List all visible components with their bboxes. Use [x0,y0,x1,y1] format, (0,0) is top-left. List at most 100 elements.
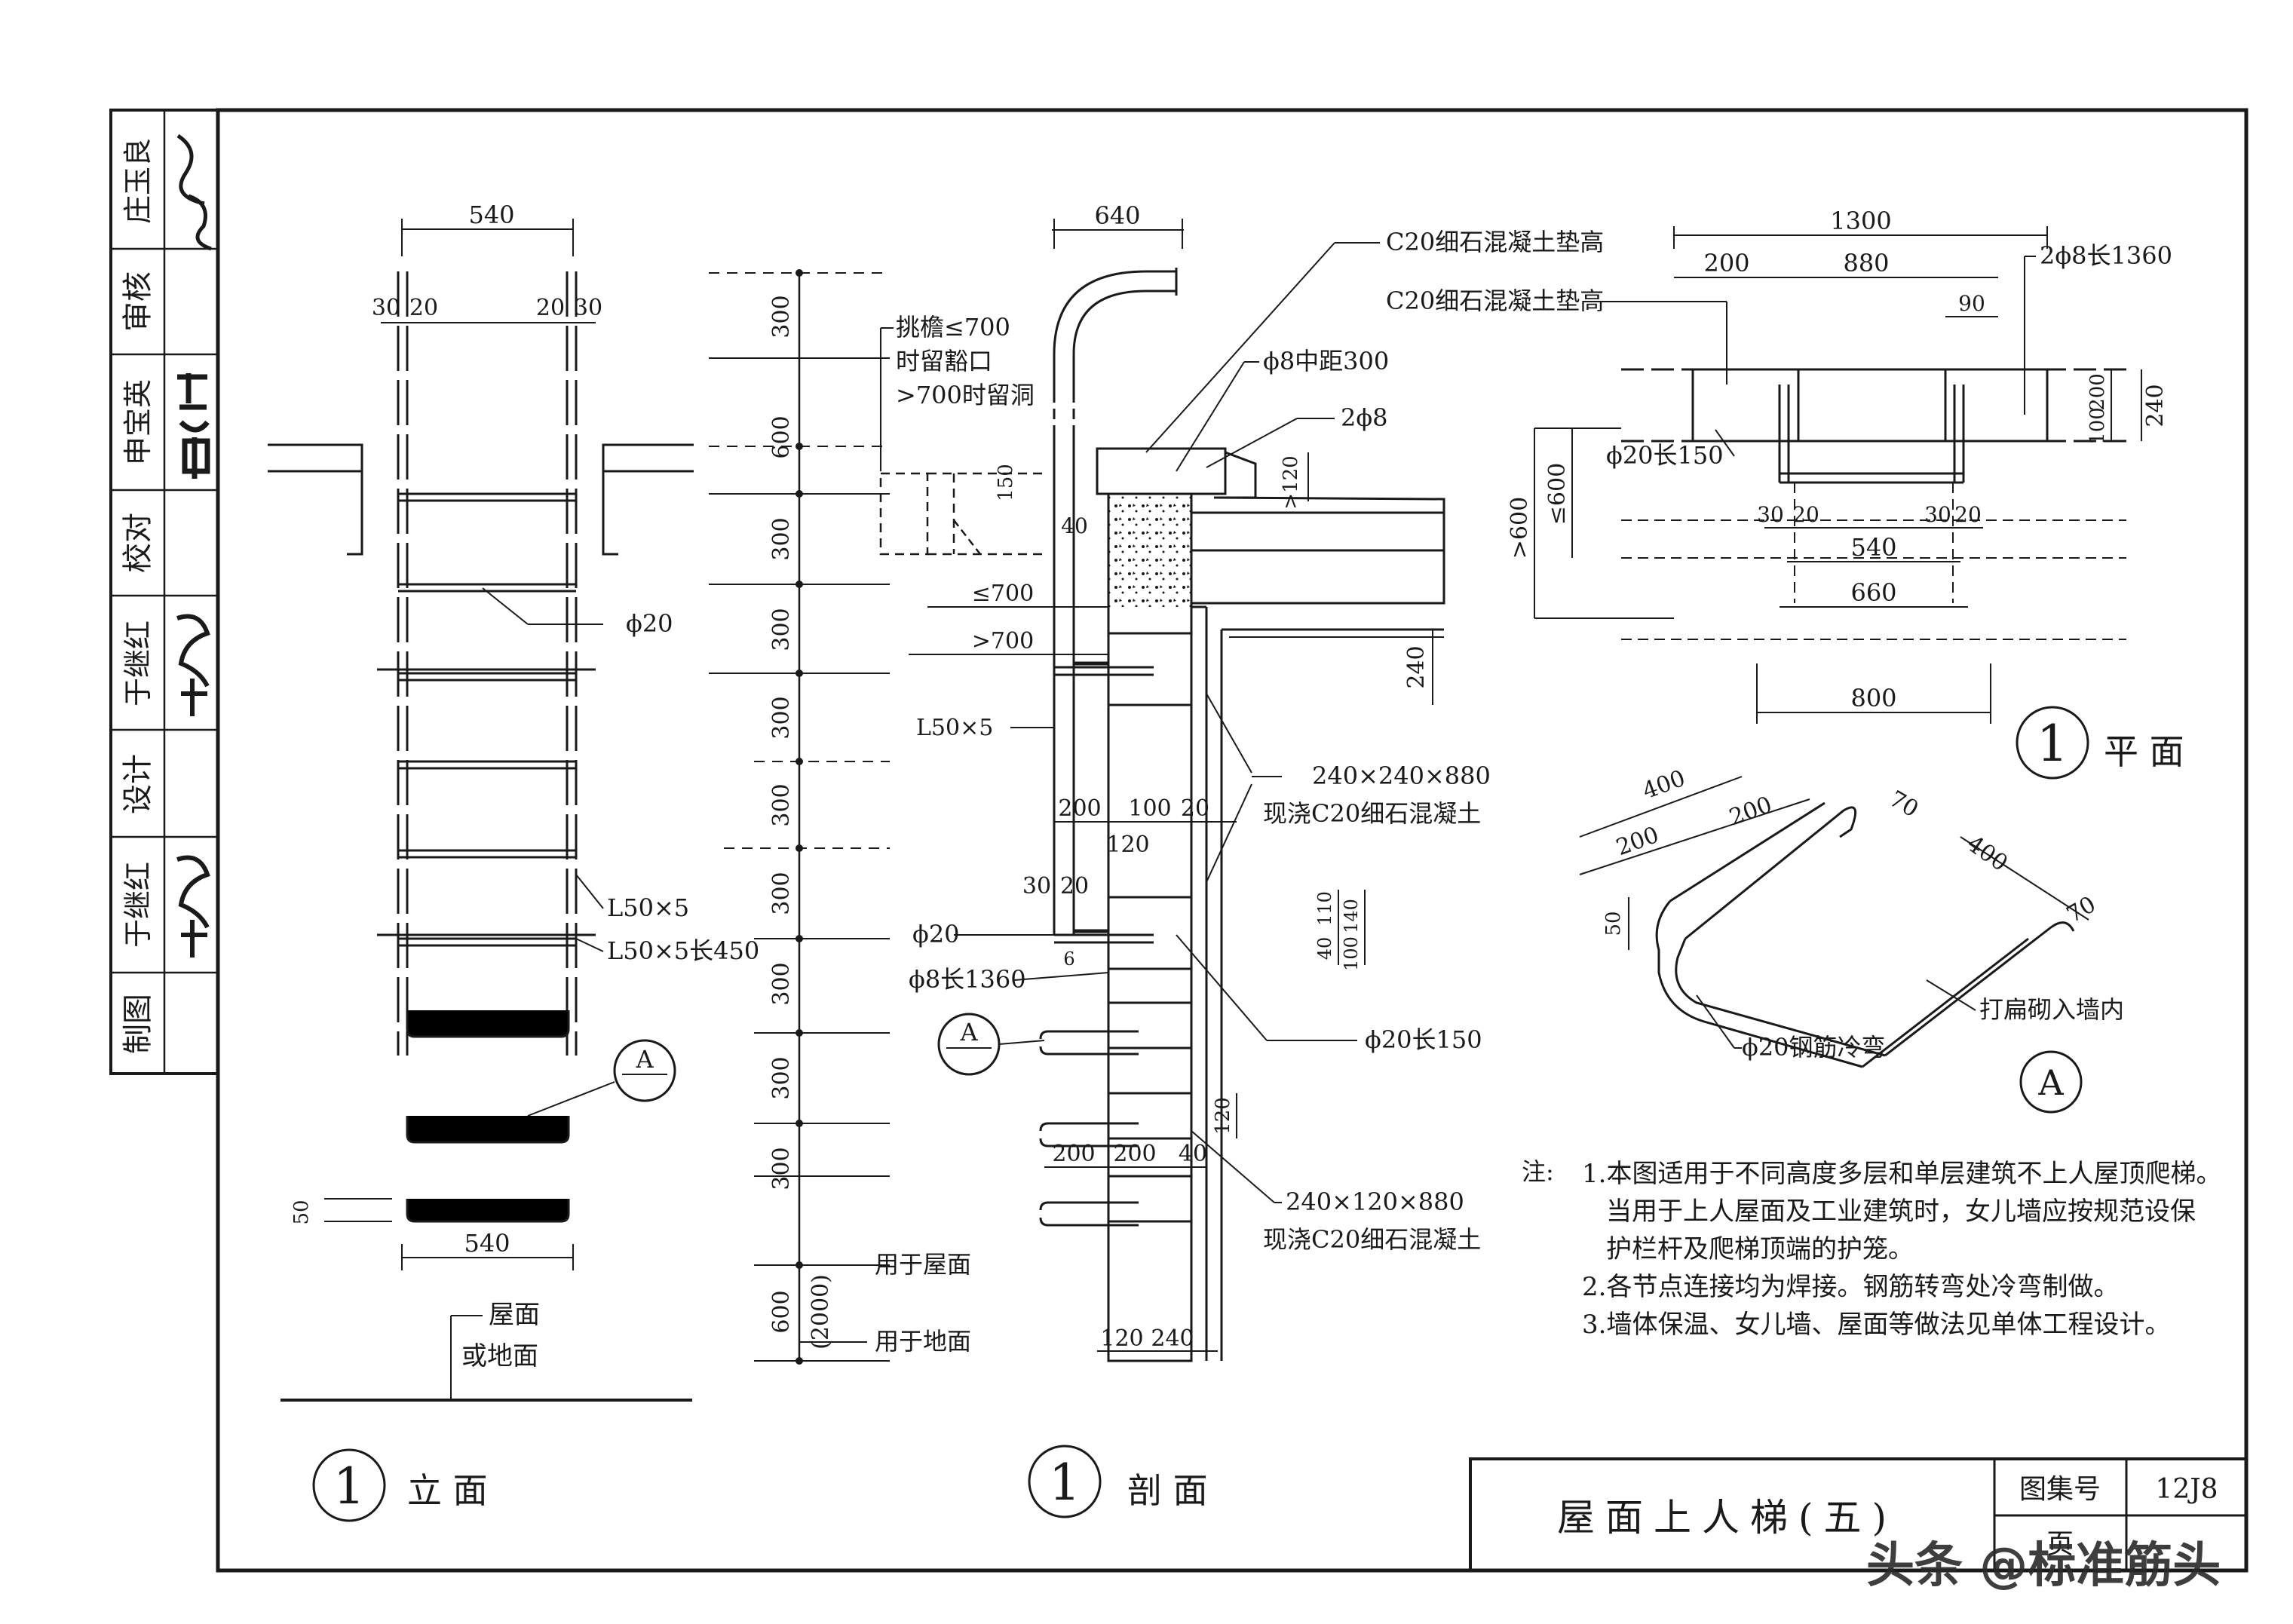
role-design: 设计 [121,754,155,814]
label-sec-phi8-1360: ϕ8长1360 [909,965,1026,994]
dim-spacing-2: 600 [768,415,795,458]
dim-a-200b: 200 [1726,792,1776,831]
detail-a: 400 200 200 70 400 70 50 ϕ20钢筋冷弯 打扁砌入墙内 … [1579,765,2124,1114]
checker-name: 申宝英 [121,379,155,465]
label-elev-rung: ϕ20 [626,609,673,638]
dim-elev-30b: 30 [574,295,602,321]
drawing-title-block: 屋面上人梯(五) 图集号 12J8 页 [1469,1457,2248,1572]
dim-plan-660: 660 [1850,578,1896,607]
callout-circle-section [1028,1445,1102,1518]
dim-sec-40b: 40 [1179,1141,1207,1167]
signature-check [177,373,210,479]
dim-sec-gt120: >120 [1280,455,1302,509]
dim-spacing-10: 300 [768,1147,795,1190]
dim-plan-30a: 30 [1757,502,1784,527]
dim-spacing-4: 300 [768,608,795,651]
title-block: 庄玉良 审核 申宝英 校对 于继红 设计 于继红 制图 [109,109,219,1075]
label-plan-phi20-150: ϕ20长150 [1606,441,1724,470]
dim-elev-540-bottom: 540 [464,1229,510,1258]
dim-plan-20a: 20 [1792,502,1819,527]
note-line-4: 2.各节点连接均为焊接。钢筋转弯处冷弯制做。 [1582,1272,2119,1302]
dim-plan-20b: 20 [1954,502,1982,527]
dim-spacing-6: 300 [768,783,795,826]
label-elev-angle2: L50×5长450 [607,936,759,965]
role-review: 审核 [121,271,155,332]
section-view: 6 40 [879,201,1604,1518]
drafter-name: 于继红 [121,862,155,948]
reviewer-name: 庄玉良 [121,138,155,224]
dim-sec-r40: 40 [1314,937,1335,961]
label-2phi8: 2ϕ8 [1341,403,1388,432]
note-eave-3: >700时留洞 [896,381,1035,409]
note-line-3: 护栏杆及爬梯顶端的护笼。 [1606,1234,1914,1264]
dim-sec-r100: 100 [1341,936,1362,971]
dim-a-200a: 200 [1613,822,1663,861]
callout-num-section: 1 [1049,1454,1081,1512]
callout-title-section: 剖 面 [1127,1470,1208,1511]
dim-plan-540: 540 [1850,533,1896,562]
label-sec-L50: L50×5 [916,715,993,741]
label-elev-angle1: L50×5 [607,893,689,922]
dim-sec-120-right: 120 [1212,1097,1234,1135]
callout-title-plan: 平 面 [2104,731,2184,772]
label-plan-2phi8: 2ϕ8长1360 [2040,241,2172,270]
dim-sec-20b: 20 [1060,873,1089,899]
detail-a-ref-elev: A [635,1045,654,1074]
plan-view: 1300 200 880 90 2ϕ8长1360 C20细石混凝土垫高 200 … [1386,207,2184,780]
note-eave-1: 挑檐≤700 [896,313,1010,342]
atlas-number: 12J8 [2155,1474,2218,1505]
atlas-label: 图集号 [2019,1474,2101,1505]
dim-spacing-11: 600 [768,1290,795,1333]
label-sec-phi20: ϕ20 [912,920,960,948]
callout-num-elevation: 1 [333,1457,365,1515]
detail-a-ref-circle [2019,1050,2083,1114]
elevation-view: 540 30 20 20 30 [268,201,759,1522]
dim-sec-bot-120: 120 [1100,1325,1143,1352]
dim-sec-le700: ≤700 [972,581,1034,607]
dim-elev-20b: 20 [536,295,565,321]
label-roof: 屋面 [489,1300,540,1330]
dim-plan-v200: 200 [2086,373,2109,411]
dim-plan-le600: ≤600 [1544,463,1571,525]
label-c20-pad-section: C20细石混凝土垫高 [1386,228,1604,256]
dim-elev-30a: 30 [372,295,400,321]
label-block2-material: 现浇C20细石混凝土 [1263,1225,1481,1254]
dim-sec-200b: 200 [1113,1141,1156,1167]
dim-spacing-3: 300 [768,517,795,560]
label-block2-size: 240×120×880 [1286,1187,1464,1216]
role-check: 校对 [121,513,155,573]
signature-review [176,133,212,251]
dim-plan-90: 90 [1958,291,1985,316]
dim-sec-20: 20 [1181,795,1209,822]
dim-sec-bot-240: 240 [1151,1325,1194,1352]
dim-spacing-5: 300 [768,696,795,739]
note-for-roof: 用于屋面 [875,1250,971,1279]
dim-sec-640: 640 [1094,201,1140,230]
dim-a-70a: 70 [1884,786,1923,823]
dim-sec-200: 200 [1058,795,1101,822]
note-line-1: 1.本图适用于不同高度多层和单层建筑不上人屋顶爬梯。 [1582,1159,2221,1189]
note-line-2: 当用于上人屋面及工业建筑时，女儿墙应按规范设保 [1606,1197,2196,1227]
note-line-5: 3.墙体保温、女儿墙、屋面等做法见单体工程设计。 [1582,1310,2170,1340]
dim-sec-6: 6 [1063,948,1074,970]
notes: 注: 1.本图适用于不同高度多层和单层建筑不上人屋顶爬梯。 当用于上人屋面及工业… [1522,1157,2221,1340]
dim-spacing-12: (2000) [808,1274,834,1350]
notes-head: 注: [1522,1157,1554,1186]
watermark: 头条 @标准筋头 [1866,1538,2221,1594]
note-eave-2: 时留豁口 [896,347,992,375]
dim-plan-30b: 30 [1924,502,1951,527]
dim-plan-v240: 240 [2142,384,2169,427]
label-plan-c20: C20细石混凝土垫高 [1386,286,1604,315]
label-ground: 或地面 [461,1341,538,1371]
callout-circle-elevation [312,1448,386,1522]
label-block1-material: 现浇C20细石混凝土 [1263,799,1481,828]
dim-plan-gt600: >600 [1507,497,1533,559]
dim-spacing-9: 300 [768,1056,795,1099]
dim-sec-100: 100 [1128,795,1171,822]
signature-design [176,614,210,716]
dim-sec-150: 150 [995,464,1017,501]
label-block1-size: 240×240×880 [1312,761,1491,790]
dim-elev-20a: 20 [409,295,438,321]
dim-spacing-8: 300 [768,962,795,1005]
